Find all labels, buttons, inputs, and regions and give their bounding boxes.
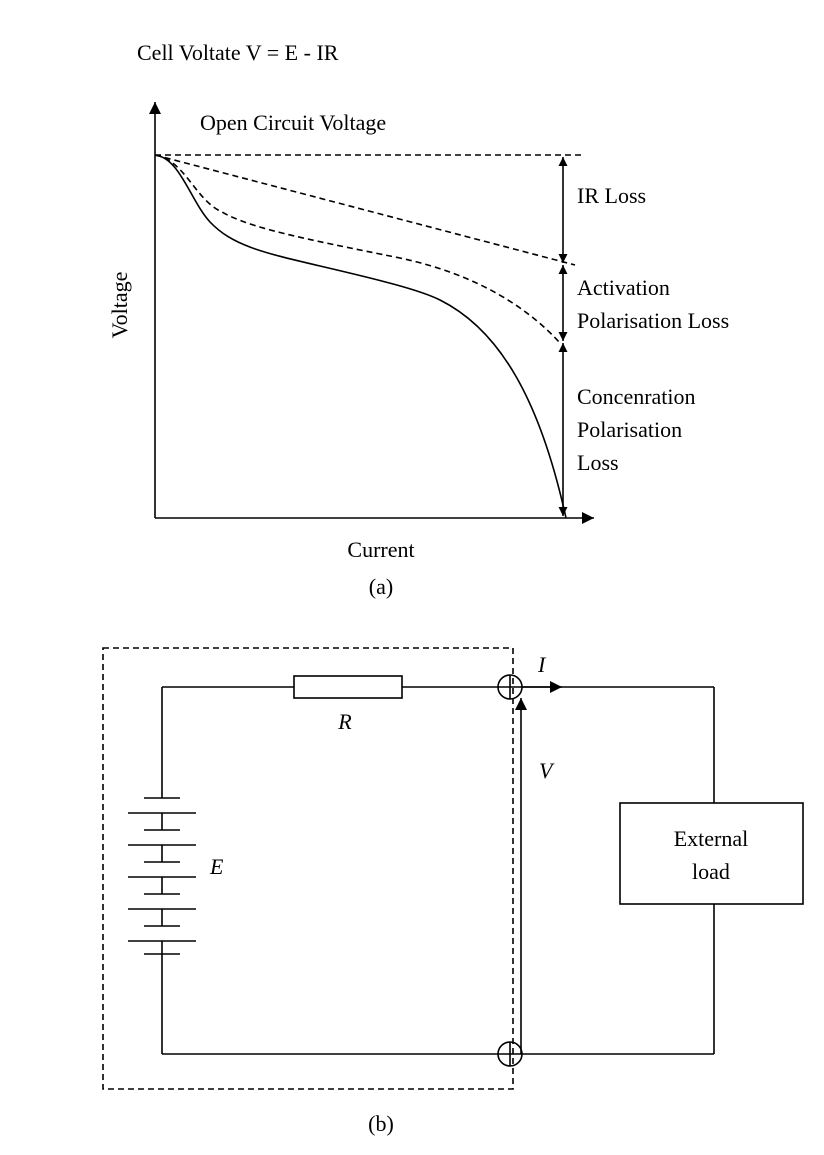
ir-loss-label: IR Loss — [577, 183, 646, 208]
resistor — [293, 675, 403, 699]
battery-cells — [128, 797, 196, 955]
emf-symbol: E — [209, 854, 224, 879]
open-circuit-voltage-label: Open Circuit Voltage — [200, 110, 386, 135]
concentration-label-line3: Loss — [577, 450, 619, 475]
panel-b-circuit-diagram: I R V E External load (b) — [102, 647, 804, 1136]
resistor-symbol: R — [337, 709, 352, 734]
activation-label-line2: Polarisation Loss — [577, 308, 729, 333]
activation-label-line1: Activation — [577, 275, 670, 300]
ir-loss-curve — [154, 154, 576, 266]
external-load-label-line2: load — [692, 859, 730, 884]
external-load-box — [619, 802, 804, 905]
external-load-label-line1: External — [674, 826, 749, 851]
negative-terminal — [497, 1041, 523, 1067]
current-symbol: I — [537, 652, 547, 677]
panel-a-caption: (a) — [369, 574, 393, 599]
positive-terminal — [497, 674, 523, 700]
x-axis-label: Current — [347, 537, 414, 562]
panel-a-voltage-current-plot: Cell Voltate V = E - IR Open Circuit Vol… — [107, 40, 729, 599]
cell-voltage-curve — [154, 154, 567, 519]
concentration-label-line2: Polarisation — [577, 417, 682, 442]
cell-voltage-formula: Cell Voltate V = E - IR — [137, 40, 339, 65]
y-axis-label: Voltage — [107, 272, 132, 339]
voltage-symbol: V — [539, 758, 555, 783]
activation-loss-curve — [154, 154, 561, 344]
battery-enclosure — [102, 647, 514, 1090]
panel-b-caption: (b) — [368, 1111, 394, 1136]
concentration-label-line1: Concenration — [577, 384, 696, 409]
